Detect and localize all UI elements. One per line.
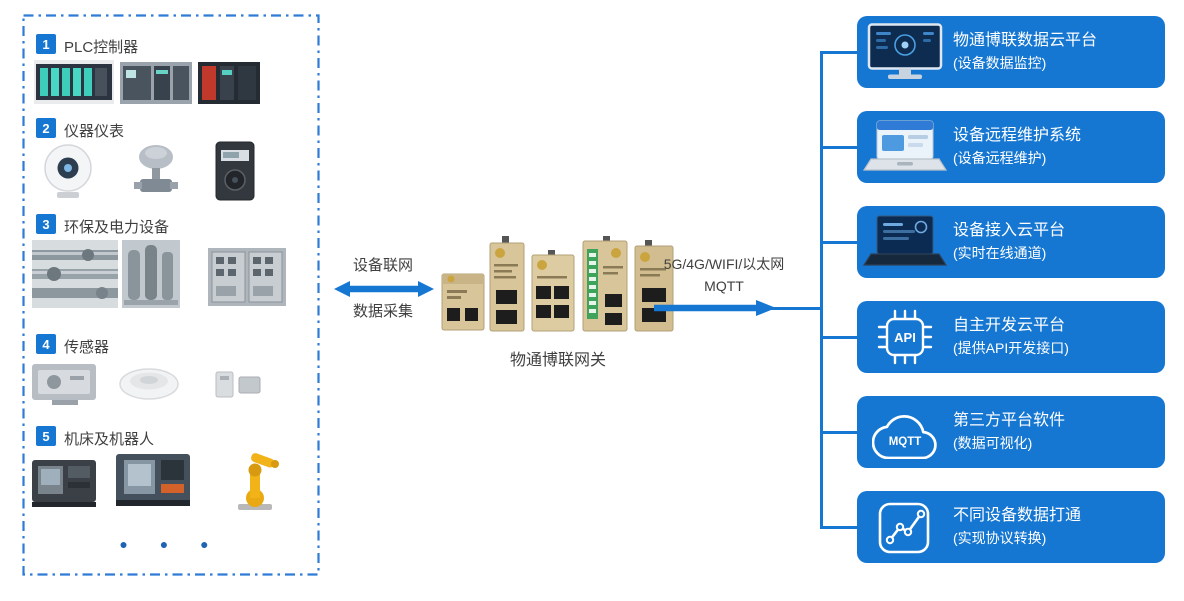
item-number: 3 <box>42 216 50 232</box>
power-cabinets-image <box>208 248 286 306</box>
card-subtitle: (提供API开发接口) <box>953 340 1069 356</box>
card-title: 自主开发云平台 <box>953 317 1066 334</box>
device-category-label: 仪器仪表 <box>64 123 125 140</box>
gateway-caption: 物通博联网关 <box>509 352 606 369</box>
card-title: 设备远程维护系统 <box>953 127 1082 144</box>
platform-card-data-exchange: 不同设备数据打通 (实现协议转换) <box>857 491 1165 563</box>
protocol-label: MQTT <box>704 278 744 294</box>
cloud-access-laptop-icon <box>857 214 953 270</box>
robot-arm-image <box>238 453 279 510</box>
camera-image <box>44 144 92 198</box>
arrow-to-trunk-connector <box>770 307 822 310</box>
connector-stub <box>821 431 857 434</box>
connector-stub <box>821 241 857 244</box>
remote-maintenance-laptop-icon <box>857 119 953 175</box>
item-number: 2 <box>42 120 50 136</box>
plc-rack-image-2 <box>120 62 192 104</box>
mqtt-cloud-icon: MQTT <box>857 405 953 459</box>
energy-meter-image <box>215 141 255 201</box>
data-exchange-chart-icon <box>857 498 953 556</box>
item-number-badge: 5 <box>36 426 56 446</box>
more-devices-ellipsis: ● ● ● <box>119 536 223 552</box>
card-subtitle: (数据可视化) <box>953 435 1033 451</box>
gateway-device-image-2 <box>489 236 525 332</box>
api-icon-text: API <box>894 330 916 345</box>
industrial-pipes-image <box>32 240 118 308</box>
uplink-label-bottom: 数据采集 <box>352 303 413 320</box>
uplink-label-top: 设备联网 <box>352 257 413 274</box>
gateway-device-image-3 <box>531 250 575 332</box>
magnetic-sensor-image <box>215 371 261 398</box>
connector-stub <box>821 51 857 54</box>
smoke-detector-image <box>119 368 179 400</box>
gateway-device-image-1 <box>441 273 485 331</box>
platform-card-data-cloud: 物通博联数据云平台 (设备数据监控) <box>857 16 1165 88</box>
bidirectional-arrow <box>334 281 434 297</box>
card-subtitle: (实现协议转换) <box>953 530 1047 546</box>
mqtt-icon-text: MQTT <box>889 436 922 448</box>
control-valve-image <box>134 145 178 192</box>
platform-card-api: API 自主开发云平台 (提供API开发接口) <box>857 301 1165 373</box>
card-subtitle: (设备数据监控) <box>953 55 1047 71</box>
platform-card-third-party: MQTT 第三方平台软件 (数据可视化) <box>857 396 1165 468</box>
item-number: 4 <box>42 336 50 352</box>
item-number: 1 <box>42 36 50 52</box>
cnc-machine-image-2 <box>116 454 190 506</box>
card-title: 第三方平台软件 <box>953 412 1066 429</box>
plc-rack-image-3 <box>198 62 260 104</box>
treatment-plant-image <box>122 240 180 308</box>
box-sensor-image <box>32 364 96 405</box>
cnc-machine-image-1 <box>32 460 96 507</box>
connector-stub <box>821 526 857 529</box>
api-chip-icon: API <box>857 308 953 366</box>
device-category-label: 环保及电力设备 <box>64 219 170 236</box>
connector-trunk-line <box>820 51 823 529</box>
card-title: 设备接入云平台 <box>953 222 1066 239</box>
item-number-badge: 3 <box>36 214 56 234</box>
card-title: 不同设备数据打通 <box>953 507 1082 524</box>
dashboard-monitor-icon <box>857 23 953 81</box>
plc-rack-image-1 <box>34 60 114 104</box>
card-subtitle: (实时在线通道) <box>953 245 1047 261</box>
connector-stub <box>821 146 857 149</box>
card-title: 物通博联数据云平台 <box>953 32 1098 49</box>
device-category-label: 传感器 <box>64 339 110 356</box>
device-category-label: PLC控制器 <box>64 39 139 56</box>
device-category-label: 机床及机器人 <box>64 431 155 448</box>
item-number: 5 <box>42 428 50 444</box>
gateway-device-image-4 <box>582 236 628 332</box>
network-label: 5G/4G/WIFI/以太网 <box>663 256 785 272</box>
item-number-badge: 1 <box>36 34 56 54</box>
item-number-badge: 2 <box>36 118 56 138</box>
gateway-to-cloud-arrow <box>654 300 776 316</box>
platform-card-cloud-access: 设备接入云平台 (实时在线通道) <box>857 206 1165 278</box>
item-number-badge: 4 <box>36 334 56 354</box>
platform-card-remote-maintenance: 设备远程维护系统 (设备远程维护) <box>857 111 1165 183</box>
card-subtitle: (设备远程维护) <box>953 150 1047 166</box>
connector-stub <box>821 336 857 339</box>
